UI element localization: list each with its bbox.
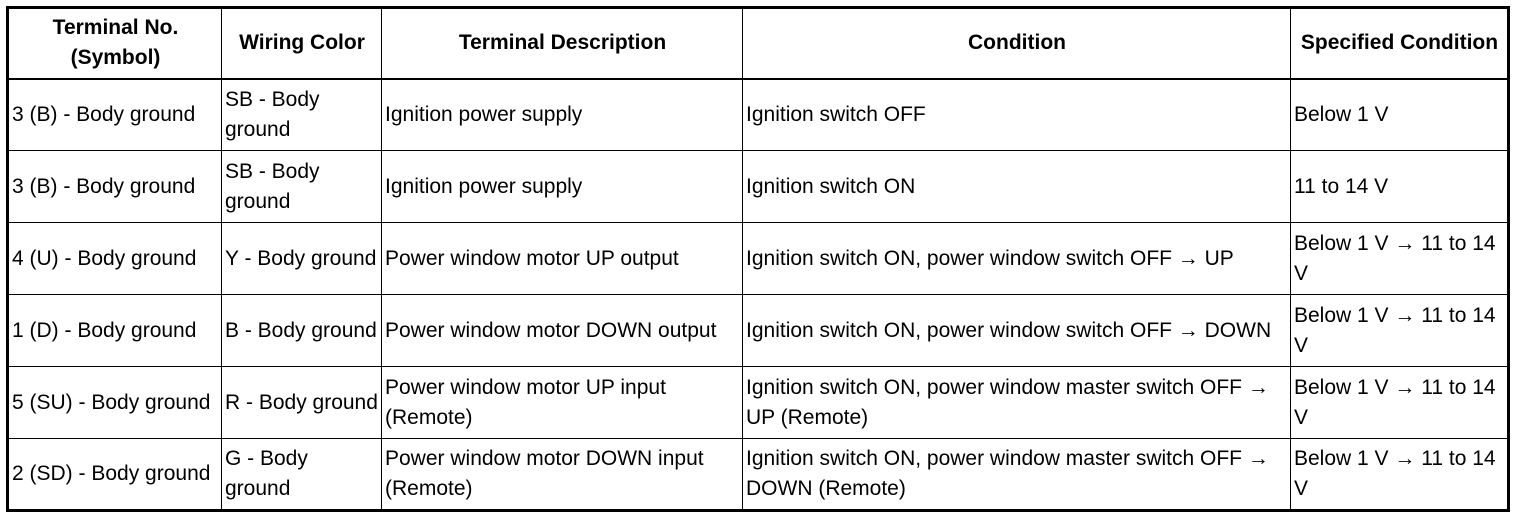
header-condition: Condition: [742, 7, 1291, 80]
cell-condition: Ignition switch ON: [742, 150, 1291, 223]
cell-wiring-color: R - Body ground: [221, 366, 382, 439]
cell-specified-condition: Below 1 V → 11 to 14 V: [1290, 438, 1509, 511]
cell-condition: Ignition switch ON, power window master …: [742, 366, 1291, 439]
table-row: 2 (SD) - Body ground G - Body ground Pow…: [7, 438, 1509, 511]
cell-specified-condition: Below 1 V → 11 to 14 V: [1290, 366, 1509, 439]
table-row: 5 (SU) - Body ground R - Body ground Pow…: [7, 366, 1509, 439]
cell-terminal-description: Ignition power supply: [381, 78, 743, 151]
header-terminal-description: Terminal Description: [381, 7, 743, 80]
header-wiring-color: Wiring Color: [221, 7, 382, 80]
cell-condition: Ignition switch ON, power window master …: [742, 438, 1291, 511]
cell-terminal-description: Power window motor UP output: [381, 222, 743, 295]
cell-terminal-no: 4 (U) - Body ground: [7, 222, 222, 295]
cell-wiring-color: B - Body ground: [221, 294, 382, 367]
table-row: 3 (B) - Body ground SB - Body ground Ign…: [7, 78, 1509, 151]
cell-wiring-color: SB - Body ground: [221, 150, 382, 223]
header-terminal-no: Terminal No. (Symbol): [7, 7, 222, 80]
cell-terminal-no: 5 (SU) - Body ground: [7, 366, 222, 439]
cell-wiring-color: G - Body ground: [221, 438, 382, 511]
cell-terminal-description: Power window motor DOWN input (Remote): [381, 438, 743, 511]
table-row: 1 (D) - Body ground B - Body ground Powe…: [7, 294, 1509, 367]
terminal-table-container: Terminal No. (Symbol) Wiring Color Termi…: [6, 6, 1510, 512]
cell-specified-condition: Below 1 V: [1290, 78, 1509, 151]
header-specified-condition: Specified Condition: [1290, 7, 1509, 80]
table-body: 3 (B) - Body ground SB - Body ground Ign…: [7, 78, 1509, 511]
cell-terminal-no: 3 (B) - Body ground: [7, 150, 222, 223]
cell-terminal-description: Ignition power supply: [381, 150, 743, 223]
cell-terminal-description: Power window motor DOWN output: [381, 294, 743, 367]
cell-terminal-no: 3 (B) - Body ground: [7, 78, 222, 151]
cell-terminal-no: 1 (D) - Body ground: [7, 294, 222, 367]
terminal-check-table: Terminal No. (Symbol) Wiring Color Termi…: [6, 6, 1510, 512]
cell-terminal-no: 2 (SD) - Body ground: [7, 438, 222, 511]
cell-condition: Ignition switch OFF: [742, 78, 1291, 151]
cell-condition: Ignition switch ON, power window switch …: [742, 294, 1291, 367]
cell-wiring-color: SB - Body ground: [221, 78, 382, 151]
table-row: 3 (B) - Body ground SB - Body ground Ign…: [7, 150, 1509, 223]
cell-wiring-color: Y - Body ground: [221, 222, 382, 295]
cell-specified-condition: Below 1 V → 11 to 14 V: [1290, 294, 1509, 367]
cell-specified-condition: 11 to 14 V: [1290, 150, 1509, 223]
cell-specified-condition: Below 1 V → 11 to 14 V: [1290, 222, 1509, 295]
cell-condition: Ignition switch ON, power window switch …: [742, 222, 1291, 295]
table-row: 4 (U) - Body ground Y - Body ground Powe…: [7, 222, 1509, 295]
cell-terminal-description: Power window motor UP input (Remote): [381, 366, 743, 439]
header-row: Terminal No. (Symbol) Wiring Color Termi…: [7, 7, 1509, 80]
table-header: Terminal No. (Symbol) Wiring Color Termi…: [7, 7, 1509, 80]
